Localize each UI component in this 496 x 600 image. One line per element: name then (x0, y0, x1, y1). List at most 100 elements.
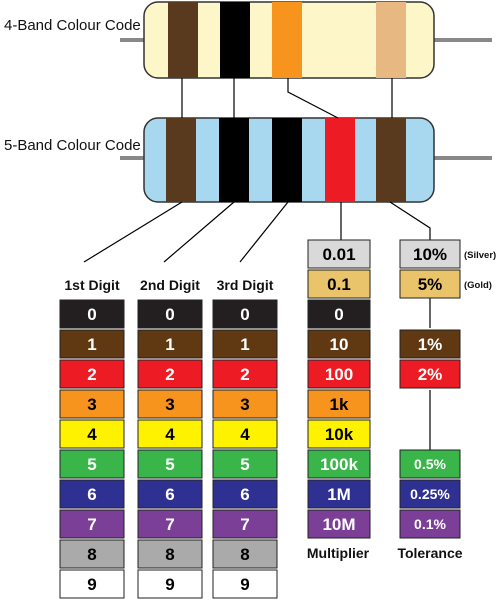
multiplier-value: 0.1 (327, 275, 351, 294)
digit-cell (212, 419, 278, 449)
digit-column-header: 3rd Digit (217, 277, 274, 293)
digit-value: 6 (240, 485, 249, 504)
connector-lines (83, 78, 431, 450)
digit-cell (212, 509, 278, 539)
digit-value: 8 (240, 545, 249, 564)
digit-cell (59, 449, 125, 479)
multiplier-cell (307, 509, 371, 539)
multiplier-label: Multiplier (307, 545, 370, 561)
digit-cell (137, 539, 203, 569)
multiplier-value: 0 (334, 305, 343, 324)
digit-cell (137, 569, 203, 599)
digit-value: 2 (240, 365, 249, 384)
digit-value: 5 (165, 455, 174, 474)
resistor-band (272, 118, 302, 202)
multiplier-value: 0.01 (322, 245, 355, 264)
tolerance-note: (Gold) (464, 280, 492, 291)
connector-line (287, 78, 339, 119)
digit-cell (59, 539, 125, 569)
resistor-band (220, 2, 250, 78)
digit-value: 2 (87, 365, 96, 384)
tolerance-value: 10% (413, 245, 447, 264)
digit-cell (137, 389, 203, 419)
multiplier-cell (307, 449, 371, 479)
tolerance-cell (399, 329, 461, 359)
multiplier-value: 1k (330, 395, 349, 414)
digit-column-header: 2nd Digit (140, 277, 200, 293)
tolerance-value: 2% (418, 365, 443, 384)
tolerance-cell (399, 449, 461, 479)
digit-value: 0 (240, 305, 249, 324)
connector-line (389, 201, 431, 240)
resistor-label: 4-Band Colour Code (4, 17, 141, 34)
digit-column-header: 1st Digit (64, 277, 120, 293)
digit-cell (212, 569, 278, 599)
resistor-band (272, 2, 302, 78)
digit-value: 1 (165, 335, 174, 354)
connector-line (163, 201, 235, 263)
multiplier-value: 10k (325, 425, 354, 444)
digit-value: 3 (240, 395, 249, 414)
digit-value: 9 (165, 575, 174, 594)
tolerance-note: (Silver) (464, 250, 496, 261)
digit-value: 8 (87, 545, 96, 564)
digit-value: 6 (87, 485, 96, 504)
digit-value: 4 (240, 425, 250, 444)
digit-cell (59, 479, 125, 509)
digit-value: 2 (165, 365, 174, 384)
digit-cell (137, 509, 203, 539)
resistor-band (168, 2, 198, 78)
digit-value: 4 (165, 425, 175, 444)
digit-value: 7 (240, 515, 249, 534)
tolerance-cell (399, 359, 461, 389)
multiplier-cell (307, 239, 371, 269)
digit-cell (59, 569, 125, 599)
multiplier-cell (307, 269, 371, 299)
digit-cell (212, 479, 278, 509)
resistor-band (219, 118, 249, 202)
digit-cell (137, 419, 203, 449)
digit-cell (137, 449, 203, 479)
multiplier-cell (307, 329, 371, 359)
digit-cell (59, 299, 125, 329)
digit-value: 4 (87, 425, 97, 444)
resistor-band (325, 118, 355, 202)
digit-value: 5 (87, 455, 96, 474)
multiplier-cell (307, 479, 371, 509)
tolerance-cell (399, 269, 461, 299)
tolerance-value: 0.5% (414, 456, 446, 472)
resistor-band (376, 2, 406, 78)
digit-cell (212, 449, 278, 479)
digit-value: 7 (87, 515, 96, 534)
digit-cell (137, 299, 203, 329)
digit-value: 0 (87, 305, 96, 324)
digit-cell (59, 509, 125, 539)
resistor-band (166, 118, 196, 202)
multiplier-cell (307, 389, 371, 419)
digit-value: 9 (87, 575, 96, 594)
digit-cell (212, 539, 278, 569)
multiplier-value: 100 (325, 365, 353, 384)
tolerance-cell (399, 479, 461, 509)
digit-value: 8 (165, 545, 174, 564)
tolerance-value: 1% (418, 335, 443, 354)
digit-cell (212, 299, 278, 329)
connector-line (83, 201, 183, 263)
multiplier-cell (307, 359, 371, 389)
digit-cell (212, 389, 278, 419)
multiplier-cell (307, 419, 371, 449)
digit-value: 3 (165, 395, 174, 414)
tolerance-value: 5% (418, 275, 443, 294)
connector-line (239, 201, 289, 263)
digit-value: 6 (165, 485, 174, 504)
resistor-4-band: 4-Band Colour Code (4, 1, 492, 79)
tolerance-cell (399, 509, 461, 539)
digit-value: 5 (240, 455, 249, 474)
digit-cell (137, 329, 203, 359)
multiplier-cell (307, 299, 371, 329)
digit-cell (59, 329, 125, 359)
multiplier-value: 100k (320, 455, 358, 474)
tolerance-cell (399, 239, 461, 269)
digit-cell (137, 479, 203, 509)
